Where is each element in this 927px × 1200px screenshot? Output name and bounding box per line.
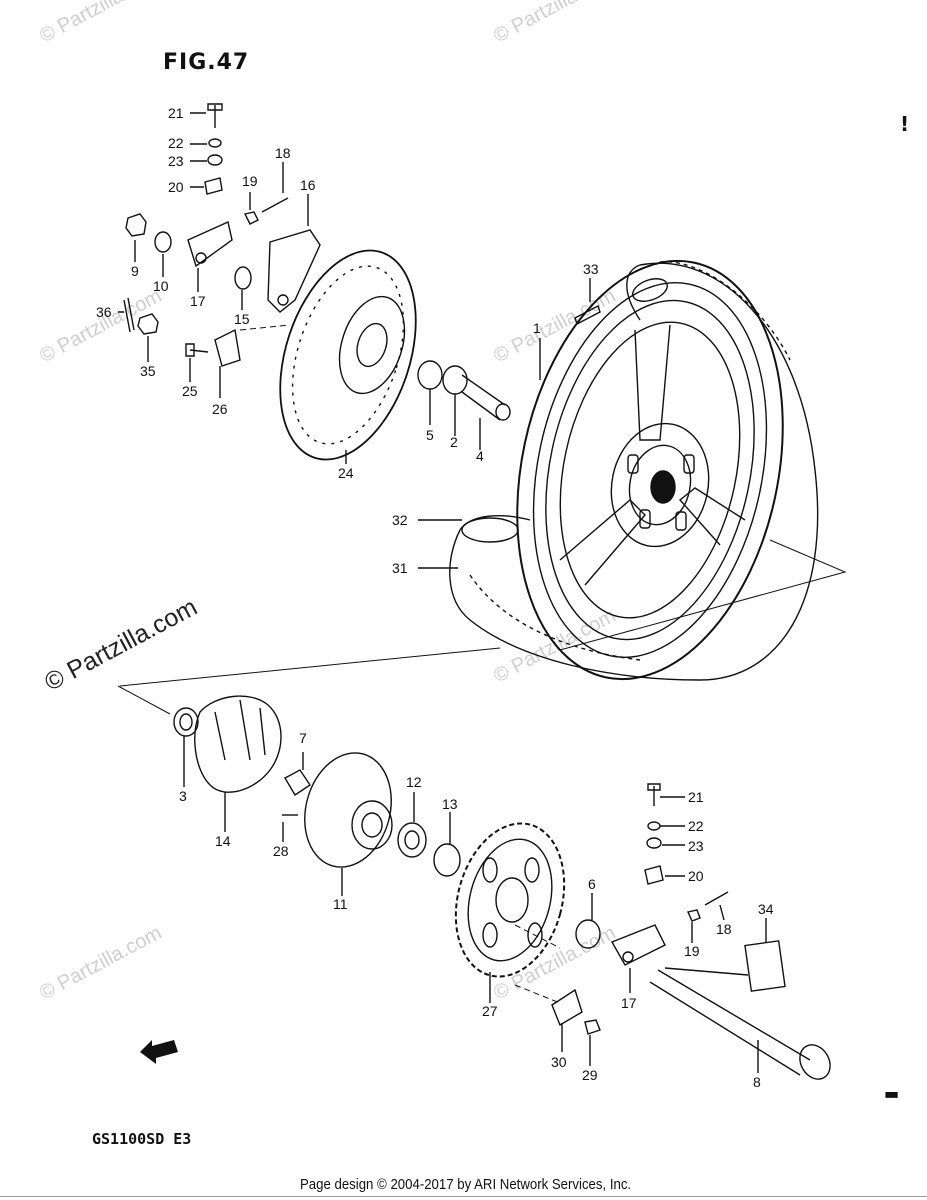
part-label-31: 31 (392, 560, 408, 576)
part-label-22: 22 (168, 135, 184, 151)
part-label-20b: 20 (688, 868, 704, 884)
part-label-1: 1 (533, 320, 541, 336)
nut-9 (125, 213, 147, 237)
part-label-7: 7 (299, 730, 307, 746)
part-label-9: 9 (131, 263, 139, 279)
part-labels: 21 22 23 20 19 18 16 9 10 17 15 36 35 25… (96, 105, 774, 1090)
part-label-10: 10 (153, 278, 169, 294)
part-label-17: 17 (190, 293, 206, 309)
part-label-19: 19 (242, 173, 258, 189)
part-label-19b: 19 (684, 943, 700, 959)
footer-copyright: Page design © 2004-2017 by ARI Network S… (300, 1176, 632, 1193)
tire (449, 261, 819, 681)
part-label-17b: 17 (621, 995, 637, 1011)
part-label-2: 2 (450, 434, 458, 450)
part-label-20: 20 (168, 179, 184, 195)
part-label-18b: 18 (716, 921, 732, 937)
part-label-30: 30 (551, 1054, 567, 1070)
part-label-15: 15 (234, 311, 250, 327)
part-label-21: 21 (168, 105, 184, 121)
part-label-8: 8 (753, 1074, 761, 1090)
brake-disc (279, 249, 417, 461)
part-label-32: 32 (392, 512, 408, 528)
part-label-27: 27 (482, 1003, 498, 1019)
sprocket-mount (304, 752, 393, 868)
part-label-23: 23 (168, 153, 184, 169)
part-label-34: 34 (758, 901, 774, 917)
part-label-35: 35 (140, 363, 156, 379)
part-label-13: 13 (442, 796, 458, 812)
part-label-26: 26 (212, 401, 228, 417)
sprocket (454, 822, 566, 978)
model-code: GS1100SD E3 (92, 1130, 192, 1148)
part-label-3: 3 (179, 788, 187, 804)
part-label-23b: 23 (688, 838, 704, 854)
part-label-16: 16 (300, 177, 316, 193)
part-label-18: 18 (275, 145, 291, 161)
part-label-22b: 22 (688, 818, 704, 834)
margin-mark: ▬ (884, 1084, 900, 1103)
part-label-21b: 21 (688, 789, 704, 805)
fwd-arrow-icon (140, 1040, 178, 1064)
part-label-36: 36 (96, 304, 112, 320)
part-label-12: 12 (406, 774, 422, 790)
part-label-4: 4 (476, 448, 484, 464)
part-label-11: 11 (333, 896, 348, 912)
part-label-24: 24 (338, 465, 354, 481)
margin-mark: ! (900, 112, 910, 136)
part-label-6: 6 (588, 876, 596, 892)
part-label-5: 5 (426, 427, 434, 443)
part-label-28: 28 (273, 843, 289, 859)
part-label-29: 29 (582, 1067, 598, 1083)
caliper-bracket (267, 229, 321, 313)
axle (649, 969, 831, 1080)
part-label-14: 14 (215, 833, 231, 849)
torque-link (187, 221, 233, 268)
part-label-25: 25 (182, 383, 198, 399)
cush-damper (194, 695, 282, 793)
rear-wheel (516, 259, 784, 681)
figure-title: FIG.47 (163, 50, 250, 75)
part-label-33: 33 (583, 261, 599, 277)
footer-divider (0, 1196, 927, 1197)
